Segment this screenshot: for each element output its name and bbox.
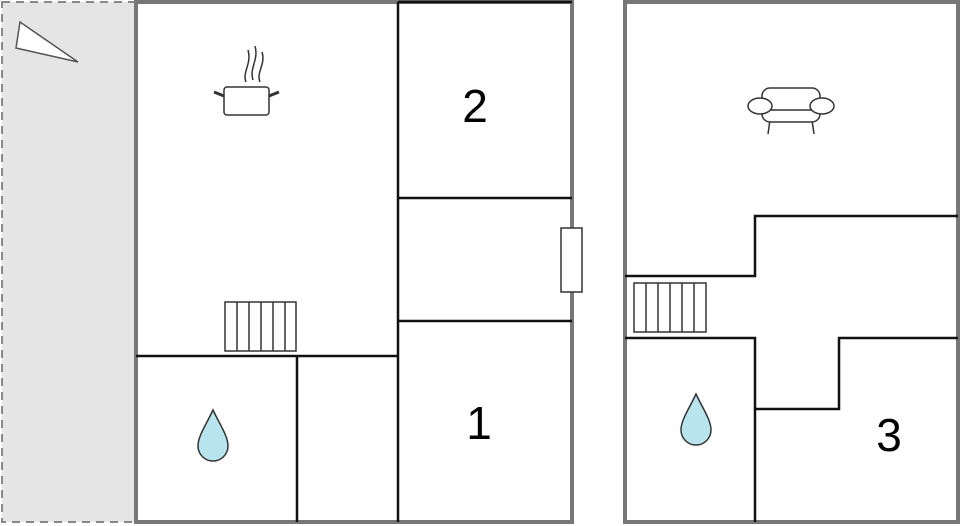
stairs-icon-upper: [633, 282, 707, 333]
stairs-icon: [224, 301, 297, 352]
room-label-1: 1: [466, 397, 492, 449]
room-label-3: 3: [876, 409, 902, 461]
upper-floor-outline: [623, 0, 960, 524]
upper-floor: 3: [623, 0, 960, 524]
terrace-triangle-icon: [15, 20, 79, 63]
sofa-icon: [747, 87, 835, 135]
ground-floor: 2 1: [134, 0, 583, 524]
ground-floor-outline: [134, 0, 574, 524]
terrace-area: [1, 1, 137, 523]
window-icon: [560, 227, 583, 293]
cooking-pot-icon: [213, 45, 280, 116]
water-drop-icon: [197, 408, 229, 462]
water-drop-icon-upper: [680, 392, 712, 446]
upper-floor-inner-walls: [625, 214, 958, 522]
room-label-2: 2: [462, 80, 488, 132]
ground-floor-inner-walls: [136, 0, 572, 522]
